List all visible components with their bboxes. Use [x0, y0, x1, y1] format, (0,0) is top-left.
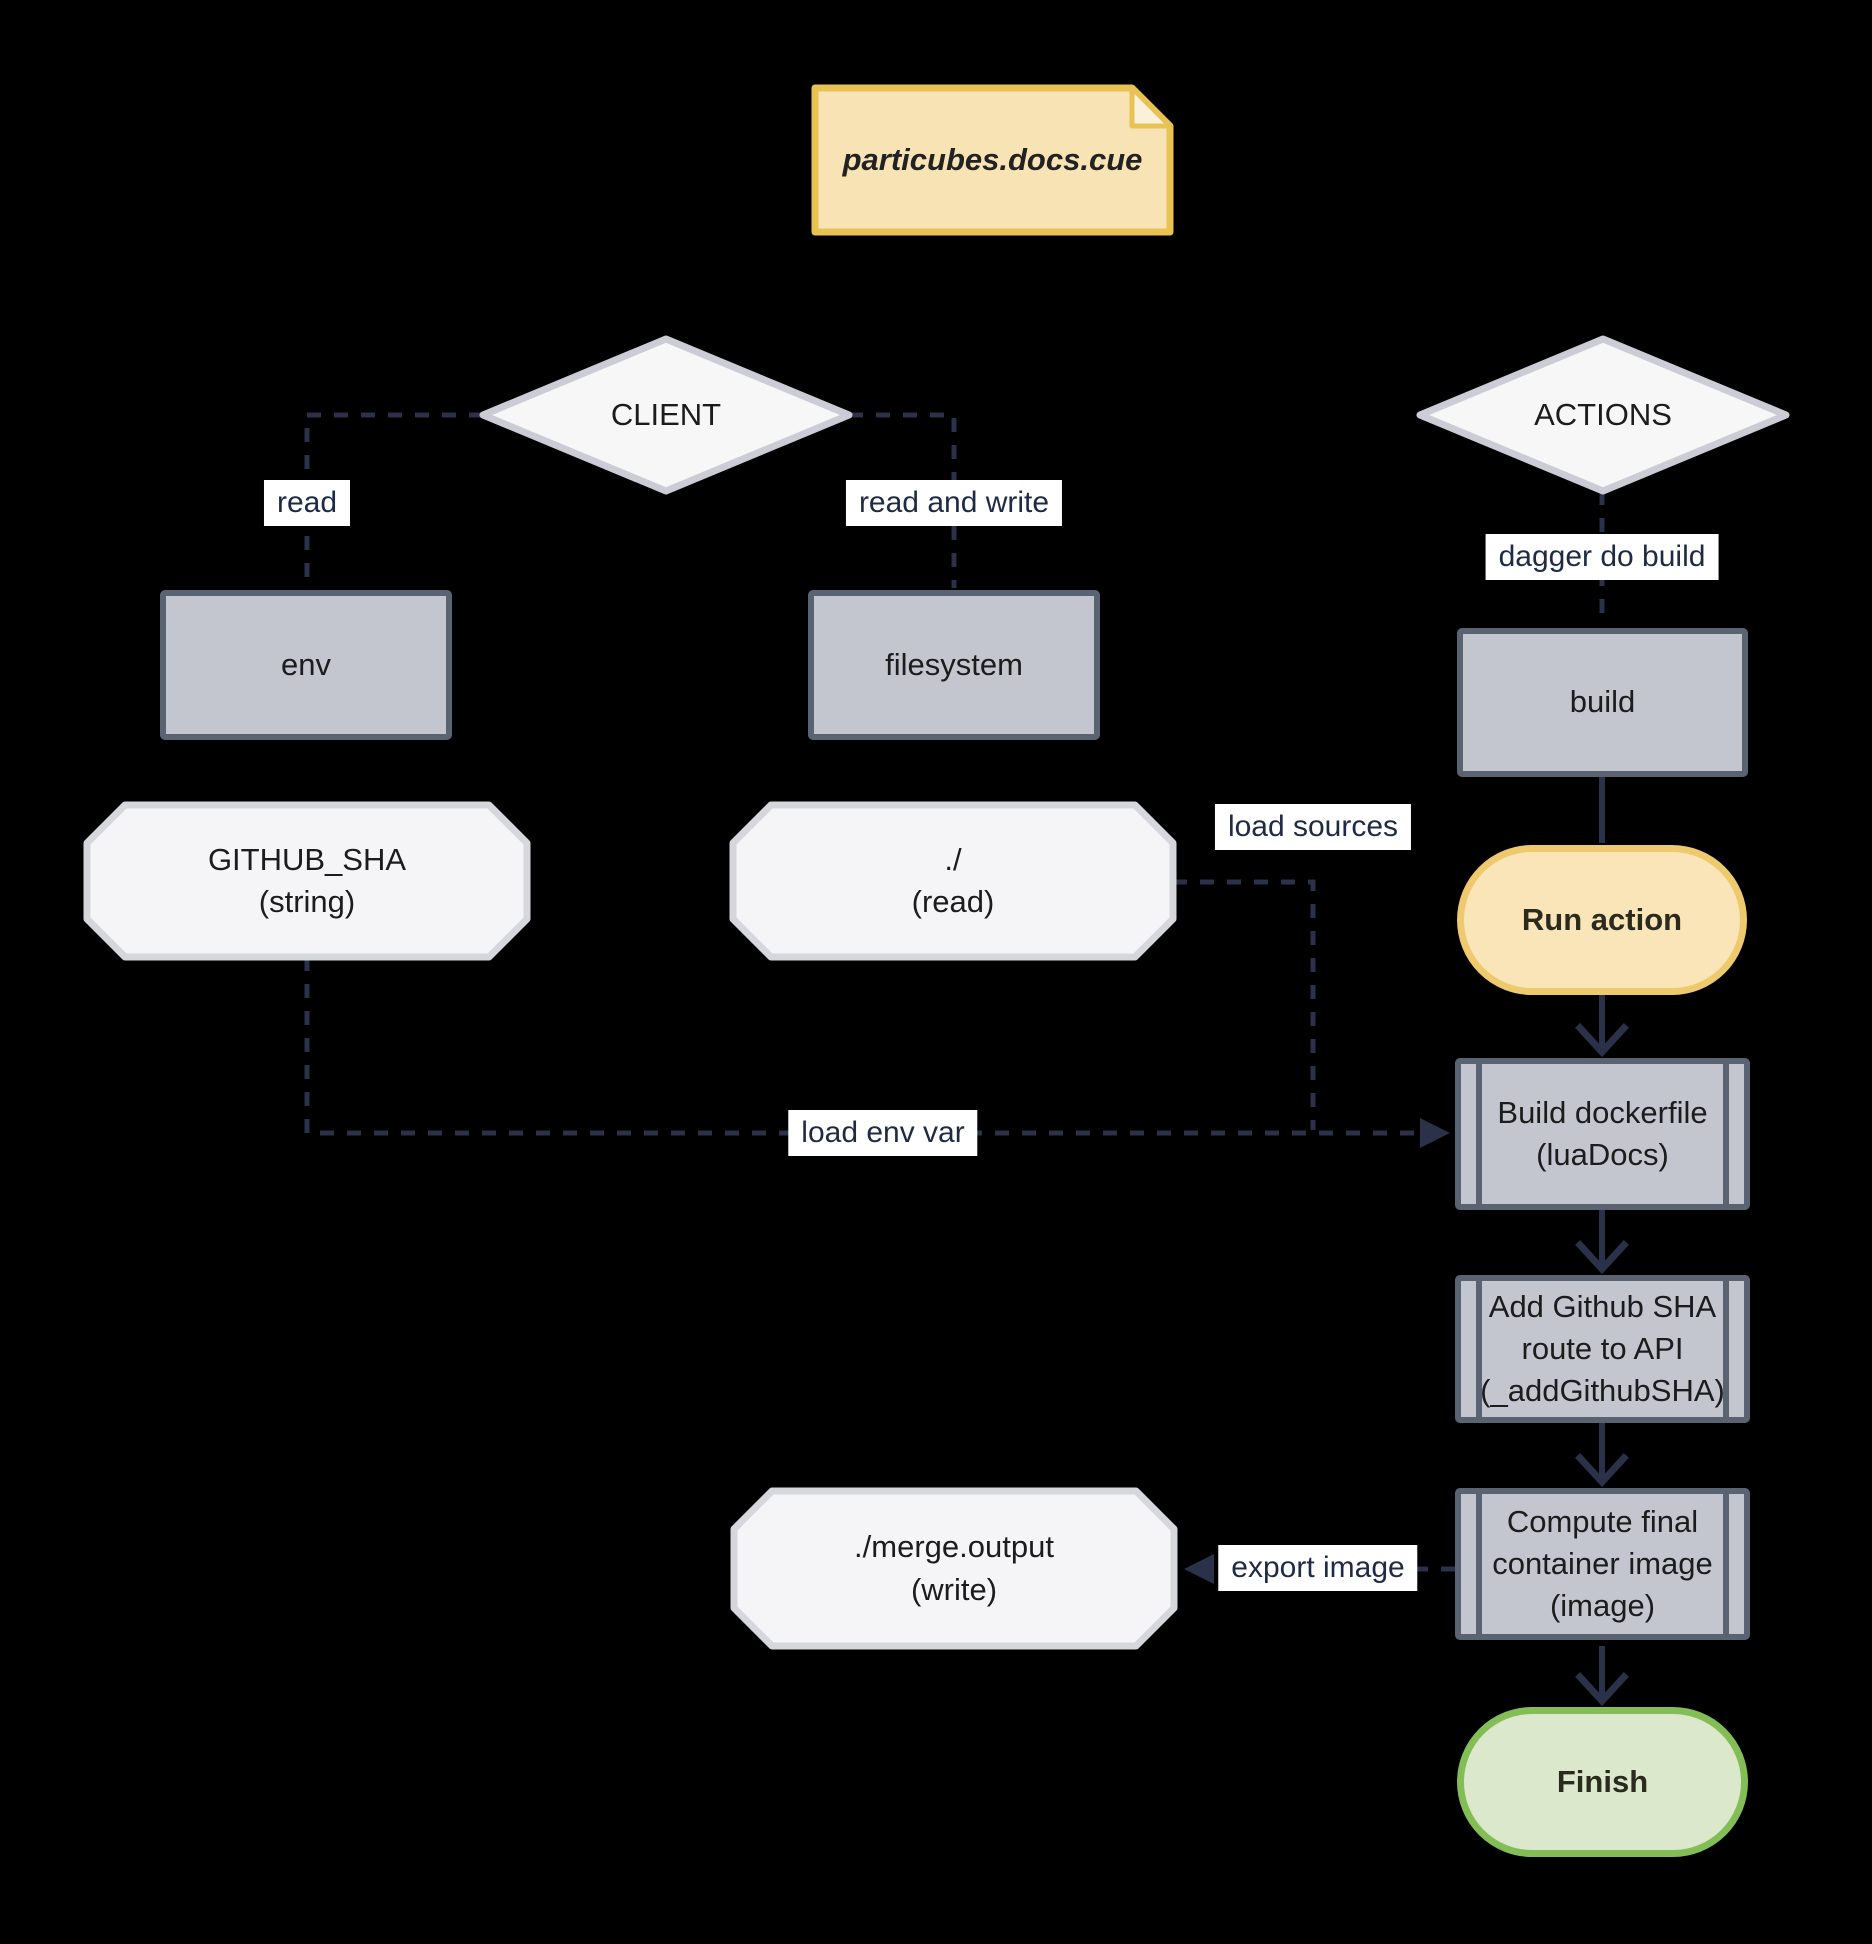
compute-image-node: Compute final container image (image)	[1455, 1488, 1750, 1640]
compute-image-node-label: Compute final container image (image)	[1492, 1503, 1713, 1624]
edge-dotslash-join	[1173, 879, 1316, 1130]
env-node: env	[160, 590, 452, 740]
github-sha-octagon-shape	[83, 801, 531, 961]
filesystem-node: filesystem	[808, 590, 1100, 740]
build-node: build	[1457, 628, 1748, 777]
arrowhead-into-mergeoutput	[1184, 1554, 1214, 1584]
edge-label-dagger-do-build: dagger do build	[1485, 534, 1719, 580]
edge-label-export-image: export image	[1218, 1545, 1418, 1591]
note-fold-corner	[1129, 85, 1173, 129]
edge-client-filesystem	[849, 412, 957, 588]
arrowhead-builddockerfile	[1575, 1023, 1629, 1058]
run-action-node: Run action	[1457, 845, 1747, 995]
edge-label-load-env-var: load env var	[788, 1110, 978, 1156]
add-github-sha-node-label: Add Github SHA route to API (_addGithubS…	[1480, 1288, 1725, 1409]
merge-output-octagon-shape	[730, 1487, 1178, 1650]
dot-slash-octagon-shape	[729, 801, 1177, 961]
filesystem-node-label: filesystem	[885, 646, 1023, 682]
edge-githubsha-builddockerfile	[304, 957, 1436, 1136]
env-node-label: env	[281, 646, 331, 682]
build-dockerfile-node: Build dockerfile (luaDocs)	[1455, 1058, 1750, 1210]
edge-label-read: read	[263, 480, 351, 526]
arrowhead-addsha	[1575, 1240, 1629, 1275]
actions-diamond-shape	[1416, 335, 1790, 495]
arrowhead-finish	[1575, 1672, 1629, 1707]
arrowhead-compute	[1575, 1453, 1629, 1488]
edge-label-read-and-write: read and write	[845, 480, 1063, 526]
build-node-label: build	[1569, 684, 1636, 720]
build-dockerfile-node-label: Build dockerfile (luaDocs)	[1497, 1094, 1708, 1172]
add-github-sha-node: Add Github SHA route to API (_addGithubS…	[1455, 1275, 1750, 1423]
edge-label-load-sources: load sources	[1214, 804, 1412, 850]
note-shape	[811, 84, 1174, 236]
arrowhead-into-builddockerfile	[1420, 1118, 1450, 1148]
client-diamond-shape	[479, 335, 853, 495]
edge-client-env	[304, 412, 483, 588]
finish-node: Finish	[1457, 1707, 1748, 1857]
